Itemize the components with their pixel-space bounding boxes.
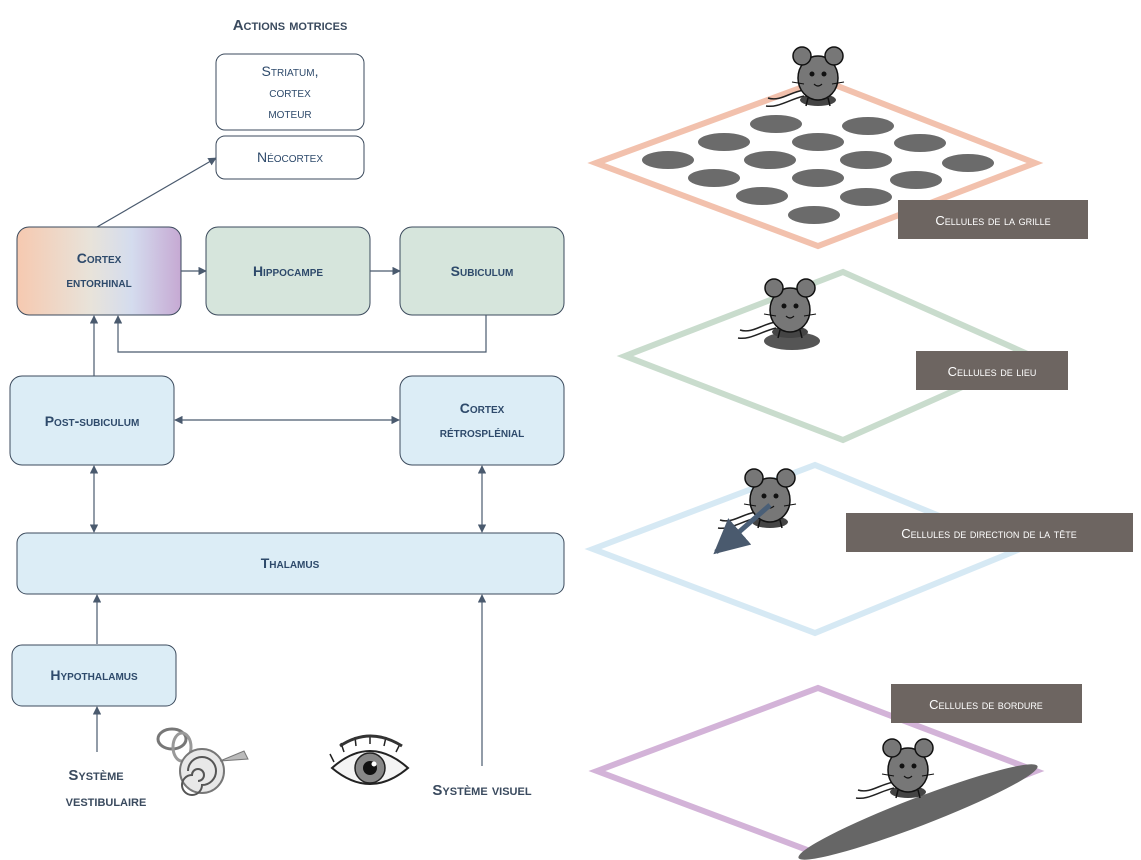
- striatum-box: [215, 53, 365, 131]
- hypothalamus-box: [11, 644, 177, 707]
- place-cells-label: Cellules de lieu: [948, 364, 1037, 379]
- striatum-label-2: cortex: [269, 84, 311, 100]
- head-direction-tag: [846, 513, 1133, 552]
- head-direction-label: Cellules de direction de la tête: [901, 526, 1077, 541]
- cortex-retrosplenial-box: [399, 375, 565, 466]
- ear-cochlea-icon: [156, 727, 249, 796]
- eye-icon: [329, 734, 410, 785]
- border-cells-tag: [891, 684, 1082, 723]
- cortex-retrosplenial-label-1: Cortex: [460, 400, 505, 416]
- border-field: [798, 764, 1038, 860]
- hippocampe-label: Hippocampe: [253, 263, 323, 279]
- neocortex-box: [215, 135, 365, 180]
- striatum-label-3: moteur: [268, 105, 311, 121]
- border-cells-label: Cellules de bordure: [929, 697, 1043, 712]
- place-cells-tag: [916, 351, 1068, 390]
- post-subiculum-box: [9, 375, 175, 466]
- systeme-vestibulaire-label-1: Système: [68, 767, 123, 784]
- thalamus-label: Thalamus: [261, 555, 320, 571]
- systeme-visuel-label: Système visuel: [432, 782, 531, 799]
- hypothalamus-label: Hypothalamus: [50, 667, 138, 683]
- cortex-retrosplenial-label-2: rétrosplénial: [440, 424, 524, 440]
- striatum-label-1: Striatum,: [262, 63, 319, 79]
- head-direction-arrow: [713, 503, 772, 555]
- systeme-vestibulaire-label-2: vestibulaire: [66, 793, 147, 810]
- grid-cells-label: Cellules de la grille: [935, 213, 1050, 228]
- subiculum-label: Subiculum: [451, 263, 514, 279]
- diagram-title: Actions motrices: [233, 17, 348, 34]
- grid-cells-fields: [642, 115, 994, 224]
- cortex-entorhinal-box: [16, 226, 182, 316]
- post-subiculum-label: Post-subiculum: [45, 413, 140, 429]
- thalamus-box: [16, 532, 565, 595]
- neocortex-label: Néocortex: [257, 149, 323, 165]
- arrow-subiculum-to-entorhinal: [113, 315, 487, 353]
- grid-cells-tag: [898, 200, 1088, 239]
- arrow-entorhinal-to-neocortex: [96, 157, 217, 228]
- cortex-entorhinal-label-1: Cortex: [77, 250, 122, 266]
- cortex-entorhinal-label-2: entorhinal: [66, 274, 131, 290]
